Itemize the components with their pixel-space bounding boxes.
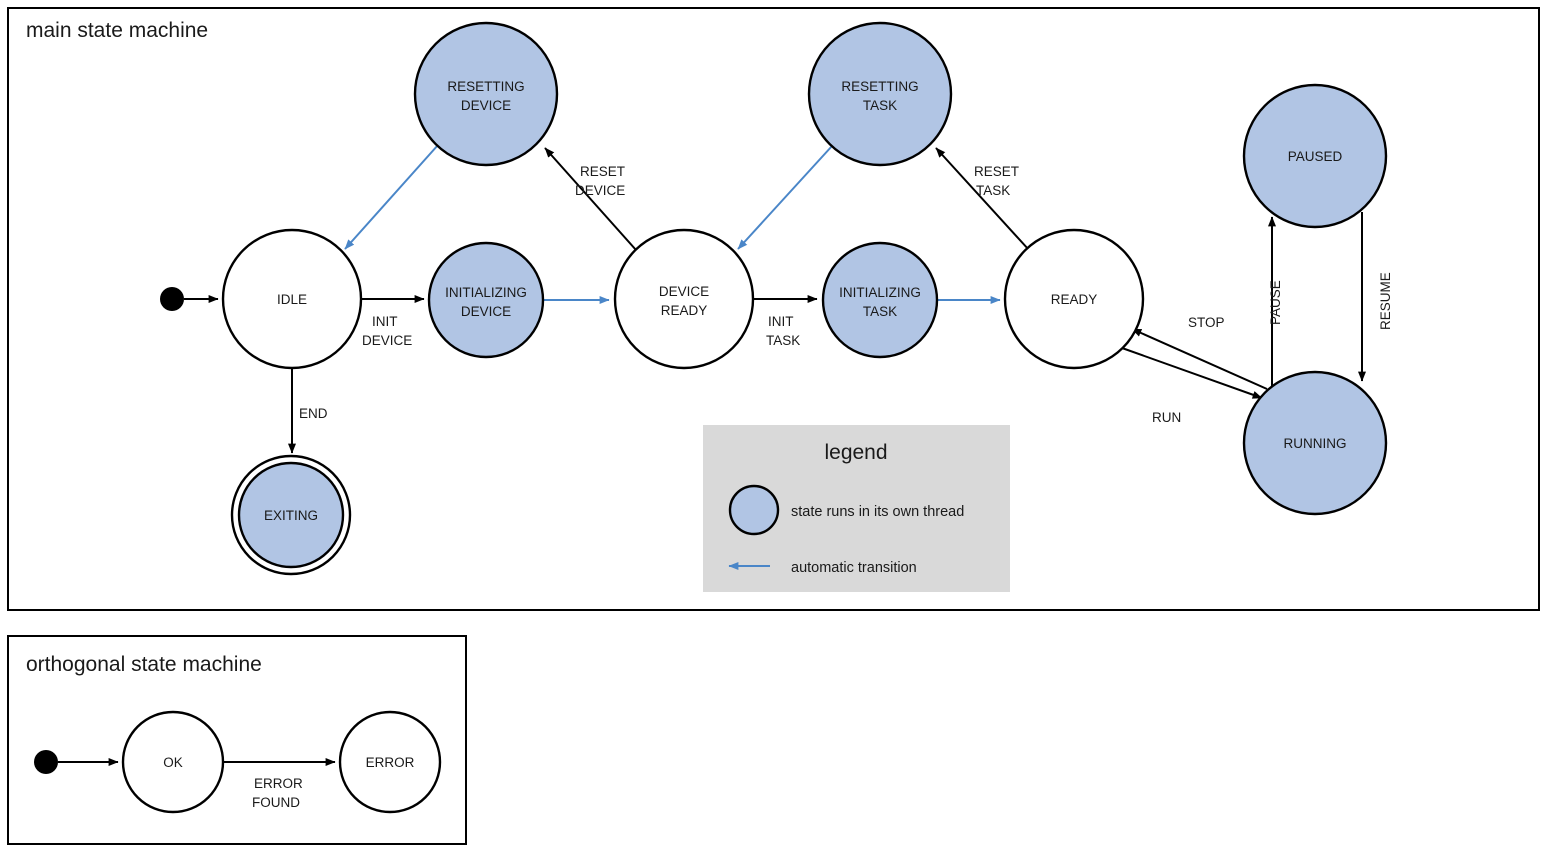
state-ready[interactable]: READY (1003, 228, 1145, 370)
state-paused[interactable]: PAUSED (1242, 83, 1388, 229)
state-running-label: RUNNING (1284, 436, 1347, 451)
edge-label-error-found-line2: FOUND (252, 795, 300, 810)
state-error-shape (338, 710, 442, 814)
state-resetting-task[interactable]: RESETTING TASK (807, 21, 953, 167)
orthogonal-initial-state-dot (34, 750, 58, 774)
state-device-ready-shape (613, 228, 755, 370)
state-ready-shape (1003, 228, 1145, 370)
state-initializing-device-label-line2: DEVICE (461, 304, 511, 319)
state-paused-shape (1242, 83, 1388, 229)
orthogonal-frame-title: orthogonal state machine (26, 653, 262, 676)
edge-running-to-ready (1131, 328, 1268, 390)
state-resetting-task-label-line2: TASK (863, 98, 897, 113)
state-initializing-device[interactable]: INITIALIZING DEVICE (427, 241, 545, 359)
edge-label-reset-task-line2: TASK (976, 183, 1010, 198)
state-running-shape (1242, 370, 1388, 516)
state-resetting-task-label-line1: RESETTING (841, 79, 918, 94)
state-initializing-device-label-line1: INITIALIZING (445, 285, 527, 300)
state-exiting[interactable]: EXITING (230, 454, 352, 576)
edge-device-ready-to-resetting-device (544, 147, 637, 251)
state-error-label: ERROR (366, 755, 415, 770)
state-initializing-task-shape (821, 241, 939, 359)
state-error[interactable]: ERROR (338, 710, 442, 814)
state-resetting-device-label-line2: DEVICE (461, 98, 511, 113)
edge-resetting-task-to-device-ready (737, 145, 833, 250)
state-exiting-shape (237, 461, 345, 569)
state-resetting-device-shape (413, 21, 559, 167)
edge-label-init-device-line2: DEVICE (362, 333, 412, 348)
state-device-ready-label-line2: READY (661, 303, 708, 318)
edge-label-error-found-line1: ERROR (254, 776, 303, 791)
legend-thread-state-text: state runs in its own thread (791, 504, 964, 520)
edge-label-reset-device-line2: DEVICE (575, 183, 625, 198)
edge-label-end: END (299, 406, 328, 421)
edge-label-reset-task-line1: RESET (974, 164, 1019, 179)
state-initializing-task-label-line2: TASK (863, 304, 897, 319)
legend-auto-transition-text: automatic transition (791, 560, 917, 576)
legend: legend state runs in its own thread auto… (703, 425, 1010, 592)
legend-thread-state-icon (728, 484, 780, 536)
state-resetting-device[interactable]: RESETTING DEVICE (413, 21, 559, 167)
edge-label-resume: RESUME (1378, 272, 1393, 330)
state-ok-shape (121, 710, 225, 814)
state-running[interactable]: RUNNING (1242, 370, 1388, 516)
state-ready-label: READY (1051, 292, 1098, 307)
edge-ready-to-running (1121, 347, 1263, 399)
state-device-ready[interactable]: DEVICE READY (613, 228, 755, 370)
state-exiting-label: EXITING (264, 508, 318, 523)
legend-title: legend (824, 441, 887, 464)
state-initializing-task-label-line1: INITIALIZING (839, 285, 921, 300)
state-idle[interactable]: IDLE (221, 228, 363, 370)
state-ok[interactable]: OK (121, 710, 225, 814)
state-ok-label: OK (163, 755, 183, 770)
edge-resetting-device-to-idle (344, 144, 439, 250)
edge-label-run: RUN (1152, 410, 1181, 425)
edge-label-pause: PAUSE (1268, 280, 1283, 325)
edge-ready-to-resetting-task (935, 147, 1030, 251)
edge-label-stop: STOP (1188, 315, 1225, 330)
edge-label-reset-device-line1: RESET (580, 164, 625, 179)
state-paused-label: PAUSED (1288, 149, 1343, 164)
edge-label-init-device-line1: INIT (372, 314, 398, 329)
state-device-ready-label-line1: DEVICE (659, 284, 709, 299)
state-idle-shape (221, 228, 363, 370)
edge-label-init-task-line1: INIT (768, 314, 794, 329)
state-resetting-device-label-line1: RESETTING (447, 79, 524, 94)
state-initializing-device-shape (427, 241, 545, 359)
state-resetting-task-shape (807, 21, 953, 167)
state-idle-label: IDLE (277, 292, 307, 307)
state-initializing-task[interactable]: INITIALIZING TASK (821, 241, 939, 359)
initial-state-dot (160, 287, 184, 311)
main-frame-title: main state machine (26, 19, 208, 42)
edge-label-init-task-line2: TASK (766, 333, 800, 348)
